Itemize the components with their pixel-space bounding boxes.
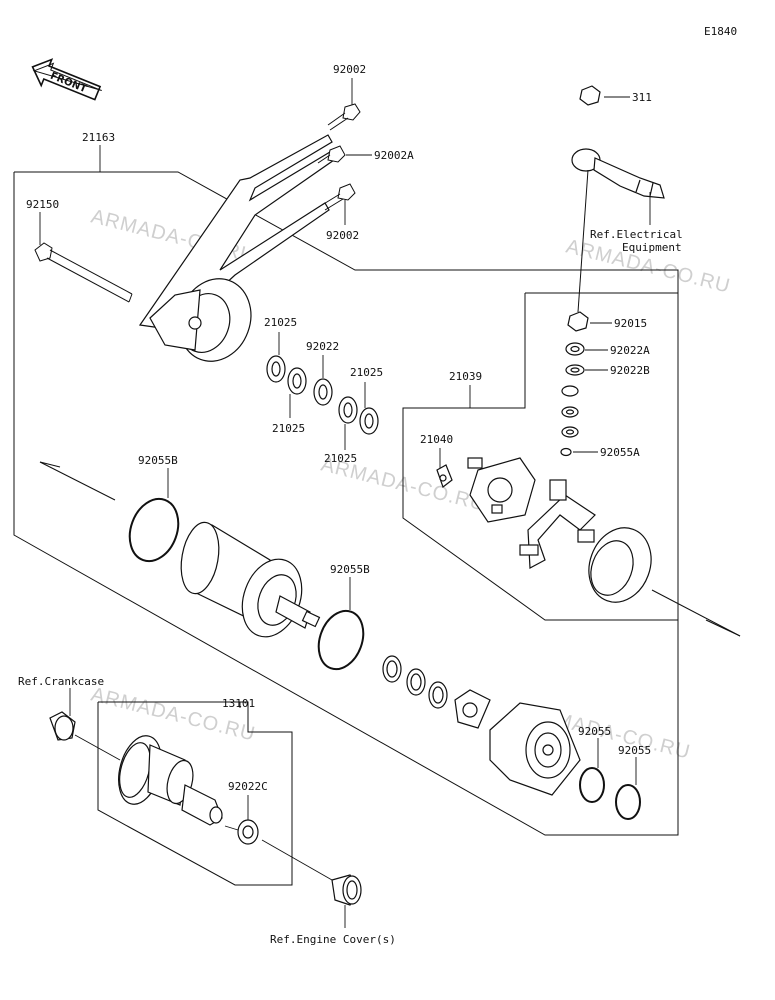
bolt-icon xyxy=(321,183,356,211)
ref-label: Equipment xyxy=(622,241,682,254)
part-label: 92002A xyxy=(374,149,414,162)
watermark: ARMADA-CO.RU xyxy=(89,684,258,746)
part-label: 92055B xyxy=(330,563,370,576)
washer-icon xyxy=(237,819,259,845)
part-label: 13101 xyxy=(222,697,255,710)
part-label: 92022B xyxy=(610,364,650,377)
brush-holder xyxy=(436,457,536,523)
part-label: 92022 xyxy=(306,340,339,353)
part-label: 21025 xyxy=(264,316,297,329)
part-label: 21025 xyxy=(324,452,357,465)
part-labels: 92002 92002A 92002 21163 92150 311 Ref.E… xyxy=(18,63,683,946)
part-label: 21039 xyxy=(449,370,482,383)
bolt-icon xyxy=(317,145,346,164)
part-label: 92055B xyxy=(138,454,178,467)
starter-clutch xyxy=(49,711,223,826)
part-label: 92002 xyxy=(333,63,366,76)
assembly-outline xyxy=(13,171,741,886)
washer-icon xyxy=(560,342,585,457)
ref-label: Ref.Electrical xyxy=(590,228,683,241)
bolt-icon xyxy=(327,103,361,131)
o-ring-icon xyxy=(317,609,365,671)
o-ring-icon xyxy=(579,767,605,803)
part-label: 92002 xyxy=(326,229,359,242)
part-label: 92055A xyxy=(600,446,640,459)
part-label: 311 xyxy=(632,91,652,104)
part-label: 92055 xyxy=(618,744,651,757)
brush-plate xyxy=(519,479,652,603)
starter-motor-body xyxy=(180,521,321,638)
ref-label: Ref.Engine Cover(s) xyxy=(270,933,396,946)
washer-icon xyxy=(382,655,448,709)
end-cover xyxy=(489,702,581,796)
part-label: 92150 xyxy=(26,198,59,211)
washer-icon xyxy=(266,355,379,435)
part-label: 21040 xyxy=(420,433,453,446)
diagram-code: E1840 xyxy=(704,25,737,38)
part-label: 92055 xyxy=(578,725,611,738)
part-label: 92022A xyxy=(610,344,650,357)
part-label: 21025 xyxy=(272,422,305,435)
part-label: 92022C xyxy=(228,780,268,793)
nut-icon xyxy=(567,311,589,332)
long-bolt-icon xyxy=(34,242,133,303)
part-label: 21163 xyxy=(82,131,115,144)
part-label: 92015 xyxy=(614,317,647,330)
bushing-icon xyxy=(331,874,362,906)
front-arrow-icon: FRONT xyxy=(31,58,102,101)
part-label: 21025 xyxy=(350,366,383,379)
leader-lines xyxy=(39,78,651,928)
plate-icon xyxy=(454,689,491,729)
terminal-cable-icon xyxy=(571,85,665,199)
o-ring-icon xyxy=(128,497,180,563)
ref-label: Ref.Crankcase xyxy=(18,675,104,688)
o-ring-icon xyxy=(615,784,641,820)
